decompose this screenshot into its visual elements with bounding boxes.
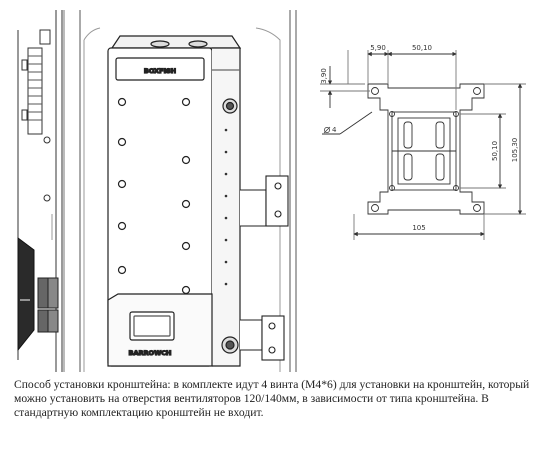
dim-label-hole: 4	[332, 126, 337, 134]
brand-label-bottom: BARROWCH	[129, 349, 172, 357]
dim-label-top-left: 5,90	[370, 44, 386, 52]
product-illustration: BOXFISH BARROWCH	[17, 10, 526, 372]
brand-label-top: BOXFISH	[144, 67, 176, 75]
dim-label-bottom: 105	[412, 224, 425, 232]
dim-label-right-inner: 50,10	[491, 141, 499, 161]
technical-drawing	[320, 50, 526, 240]
dim-label-left-small: 3,90	[320, 68, 328, 84]
pump-reservoir: BOXFISH BARROWCH	[107, 35, 242, 367]
caption-text: Способ установки кронштейна: в комплекте…	[14, 378, 530, 419]
case-panel	[17, 10, 297, 372]
dim-label-right-outer: 105,30	[511, 138, 519, 163]
mounting-bracket	[240, 175, 289, 361]
dim-label-top-right: 50,10	[412, 44, 432, 52]
hole-diameter-label: 4	[323, 126, 337, 134]
